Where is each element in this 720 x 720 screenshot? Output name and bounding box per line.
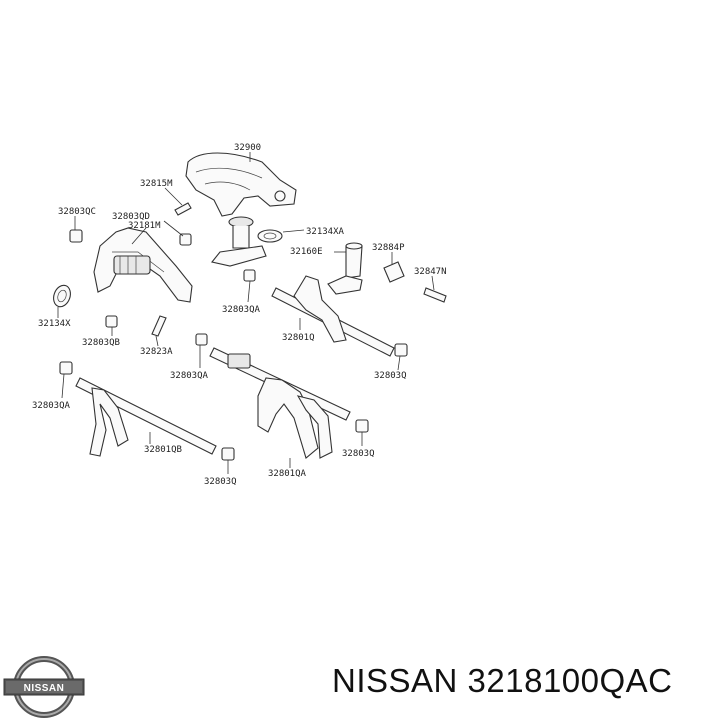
shift-rod-32801qb <box>59 361 217 457</box>
seal-32134x <box>53 284 71 318</box>
label-32803q-right: 32803Q <box>342 449 375 459</box>
label-32803qc: 32803QC <box>58 207 96 217</box>
label-32801qa: 32801QA <box>268 469 307 479</box>
product-title: NISSAN 3218100QAC <box>332 662 673 699</box>
label-32181m: 32181M <box>128 221 161 231</box>
label-32803q-upper-right: 32803Q <box>374 371 407 381</box>
nissan-logo-icon: NISSAN <box>3 656 85 718</box>
label-32847n: 32847N <box>414 267 447 277</box>
bushing-32803q-lower <box>221 447 235 474</box>
label-32134x: 32134X <box>38 319 71 329</box>
label-32803qa-middle: 32803QA <box>170 371 209 381</box>
shift-rod-32801qa <box>195 333 351 468</box>
shift-rod-32801q <box>243 269 395 357</box>
label-32803qb: 32803QB <box>82 338 120 348</box>
label-32884p: 32884P <box>372 243 405 253</box>
pin-32815m <box>164 187 192 216</box>
label-32900: 32900 <box>234 143 261 153</box>
shaft-32160e <box>327 242 363 295</box>
bushing-32803q-upper <box>394 343 408 371</box>
label-32823a: 32823A <box>140 347 173 357</box>
label-32803qa-lower: 32803QA <box>32 401 71 411</box>
label-32801qb: 32801QB <box>144 445 182 455</box>
bushing-32884p <box>383 252 405 283</box>
label-32815m: 32815M <box>140 179 173 189</box>
label-32803q-lower: 32803Q <box>204 477 237 487</box>
label-32803qd: 32803QD <box>112 212 150 222</box>
seal-32134xa <box>257 229 305 243</box>
label-32803qa-upper: 32803QA <box>222 305 261 315</box>
label-32160e: 32160E <box>290 247 323 257</box>
pin-32823a <box>151 315 167 347</box>
pin-32847n <box>423 275 447 303</box>
nissan-logo-text: NISSAN <box>24 683 65 694</box>
shift-arm-32181m <box>93 227 193 303</box>
bushing-32803qc <box>69 216 83 243</box>
label-32134xa: 32134XA <box>306 227 345 237</box>
shift-lever-assembly <box>185 152 297 267</box>
bushing-32803qb <box>105 315 118 336</box>
bushing-32803qd <box>163 220 192 246</box>
bushing-32803q-right <box>355 419 369 446</box>
label-32801q: 32801Q <box>282 333 315 343</box>
